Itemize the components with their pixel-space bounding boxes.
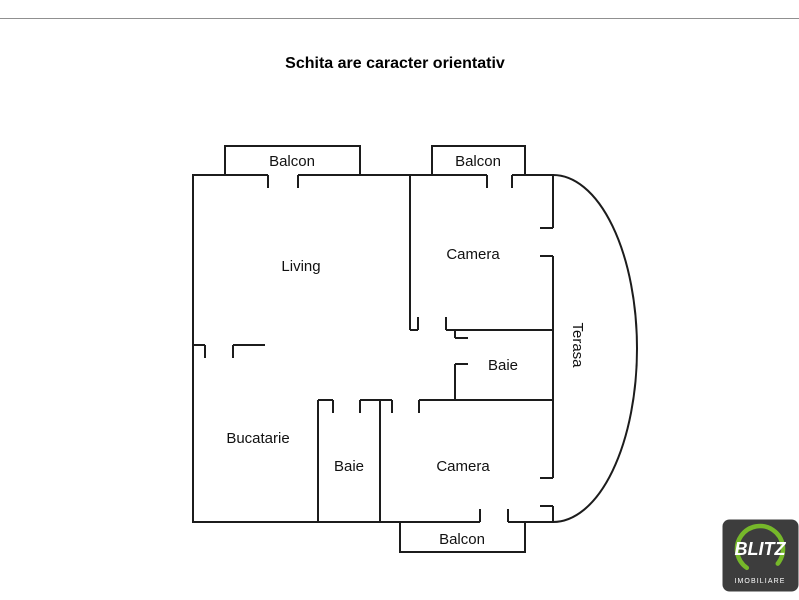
image-top-border <box>0 18 799 19</box>
terasa-arc <box>552 174 638 523</box>
apartment-outline <box>192 174 554 523</box>
walls <box>192 145 638 553</box>
logo-graphic: BLITZ IMOBILIARE <box>722 519 799 592</box>
logo-subtitle-text: IMOBILIARE <box>734 578 785 585</box>
room-label-baie-bottom: Baie <box>334 458 364 475</box>
balcony-label-bottom: Balcon <box>439 531 485 548</box>
room-label-bucatarie: Bucatarie <box>226 430 289 447</box>
door-jambs <box>204 175 553 522</box>
room-labels: Living Camera Terasa Baie Bucatarie Baie… <box>226 153 586 548</box>
room-label-camera-bottom: Camera <box>436 458 490 475</box>
balcony-outline-bottom <box>399 522 526 553</box>
room-label-baie-mid: Baie <box>488 357 518 374</box>
balcony-outline-top-right <box>431 145 526 175</box>
balcony-outline-top-left <box>224 145 361 175</box>
disclaimer-title: Schita are caracter orientativ <box>285 55 505 72</box>
door-gaps <box>205 172 556 525</box>
room-label-living: Living <box>281 258 320 275</box>
blitz-imobiliare-logo: BLITZ IMOBILIARE <box>722 519 799 597</box>
logo-swoosh-icon <box>734 523 786 575</box>
room-label-terasa: Terasa <box>569 322 586 368</box>
logo-brand-text: BLITZ <box>735 539 787 559</box>
balcony-label-top-left: Balcon <box>269 153 315 170</box>
room-label-camera-top: Camera <box>446 246 500 263</box>
balcony-label-top-right: Balcon <box>455 153 501 170</box>
